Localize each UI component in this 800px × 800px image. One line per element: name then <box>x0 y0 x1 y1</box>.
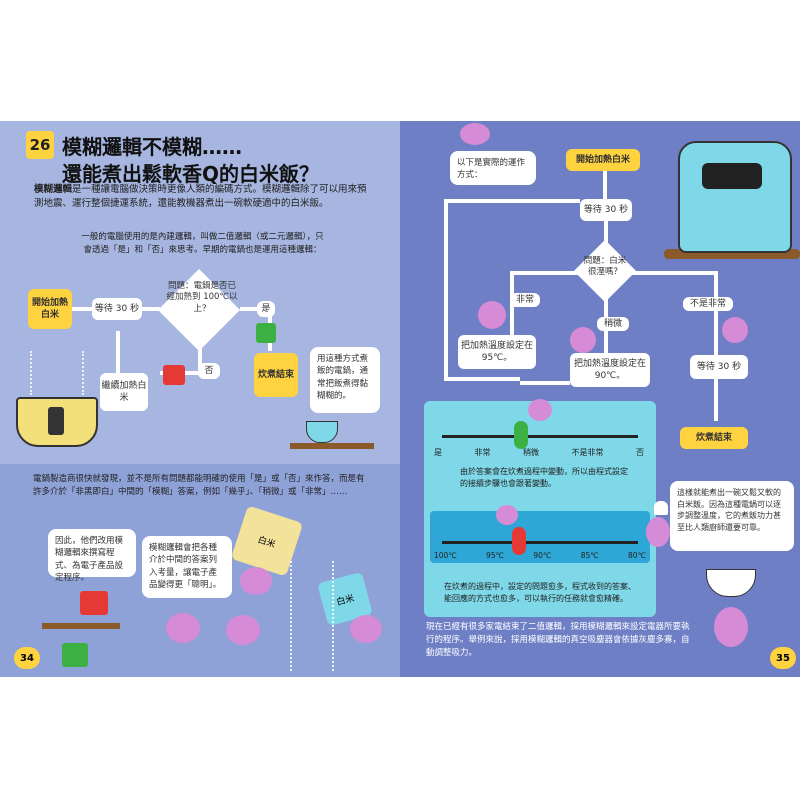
brain-character <box>350 615 382 643</box>
arrow <box>714 271 718 421</box>
rice-bowl-icon <box>306 421 338 443</box>
scale2-label: 100℃ <box>434 551 457 560</box>
r-flow-start-box: 開始加熱白米 <box>566 149 640 171</box>
flow-start-box: 開始加熱白米 <box>28 289 72 329</box>
actual-process-bubble: 以下是實際的運作方式： <box>450 151 536 185</box>
robot-green <box>256 323 276 343</box>
brain-character <box>166 613 200 643</box>
rice-cooker-icon <box>16 397 98 447</box>
cooker-bubble: 用這種方式煮飯的電鍋，通常把飯煮得黏糊糊的。 <box>310 347 380 413</box>
scale1-label: 否 <box>636 448 644 457</box>
brain-character <box>460 123 490 145</box>
scale1-labels: 是 非常 稍微 不是非常 否 <box>434 447 644 459</box>
shelf <box>664 249 800 259</box>
flow-continue-box: 繼續加熱白米 <box>100 373 148 411</box>
scale2-label: 80℃ <box>628 551 646 560</box>
scale2-label: 90℃ <box>533 551 552 560</box>
desk <box>42 623 120 629</box>
loop-line <box>444 377 520 381</box>
table <box>290 443 374 449</box>
arrow <box>116 331 120 373</box>
chef-hat-icon <box>654 501 668 515</box>
r-flow-slightly-label: 稍微 <box>597 317 629 331</box>
robot-red-2 <box>80 591 108 615</box>
flow-wait-box: 等待 30 秒 <box>92 298 142 320</box>
r-flow-very-label: 非常 <box>510 293 540 307</box>
scale1-label: 非常 <box>474 448 491 457</box>
scale1-label: 不是非常 <box>571 448 604 457</box>
cooker-window <box>702 163 762 189</box>
arrow <box>142 307 160 311</box>
intro-rest: 是一種讓電腦做決策時更像人類的編碼方式。模糊邏輯除了可以用來預測地震、運行整個捷… <box>34 184 367 210</box>
page-number-right: 35 <box>770 647 796 669</box>
cup-label-1: 白米 <box>256 534 277 550</box>
r-flow-question-label: 問題：白米很溼嗎？ <box>583 256 627 278</box>
loop-line <box>444 199 580 203</box>
r-flow-wait-box: 等待 30 秒 <box>580 199 632 221</box>
brain-character <box>714 607 748 647</box>
flow-question-label: 問題：電鍋是否已經加熱到 100℃以上？ <box>166 281 238 314</box>
rice-cooker-icon <box>678 141 792 253</box>
brain-character <box>722 317 748 343</box>
arrow <box>630 271 718 275</box>
robot-red <box>163 365 185 385</box>
scale1-note: 由於答案會在炊煮過程中變動，所以由程式設定的接續步驟也會跟著變動。 <box>460 467 628 488</box>
brain-character <box>240 567 272 595</box>
r-flow-end-box: 炊煮結束 <box>680 427 748 449</box>
rice-bowl-icon <box>706 569 756 597</box>
arrow <box>240 307 270 311</box>
result-bubble: 這樣就能煮出一碗又鬆又軟的白米飯。因為這種電鍋可以逐步調整溫度，它的煮飯功力甚至… <box>670 481 794 551</box>
flow-yes-label: 是 <box>257 301 275 317</box>
brain-bubble: 模糊邏輯會把各種介於中間的答案列入考量，讓電子產品變得更「聰明」。 <box>142 536 232 598</box>
falling-rice <box>290 561 334 671</box>
chapter-badge: 26 <box>26 131 54 159</box>
brain-character <box>478 301 506 329</box>
r-flow-set90-box: 把加熱溫度設定在 90℃。 <box>570 353 650 387</box>
intro-bold: 模糊邏輯 <box>34 184 73 195</box>
arrow <box>510 271 580 275</box>
intro-paragraph: 模糊邏輯是一種讓電腦做決策時更像人類的編碼方式。模糊邏輯除了可以用來預測地震、運… <box>34 183 374 212</box>
loop-line <box>444 199 448 381</box>
arrow <box>603 171 607 199</box>
flow-end-box: 炊煮結束 <box>254 353 298 397</box>
scale1-label: 稍微 <box>523 448 539 457</box>
brain-character <box>528 399 552 421</box>
flow-no-label: 否 <box>198 363 220 379</box>
left-page: 26 模糊邏輯不模糊…… 還能煮出鬆軟香Q的白米飯？ 模糊邏輯是一種讓電腦做決策… <box>0 121 400 677</box>
scale2-label: 85℃ <box>580 551 599 560</box>
r-flow-wait2-box: 等待 30 秒 <box>690 355 748 379</box>
brain-character <box>226 615 260 645</box>
brain-character <box>646 517 670 547</box>
red-indicator <box>512 527 526 555</box>
right-footer: 現在已經有很多家電結束了二值邏輯，採用模糊邏輯來設定電器所要執行的程序。舉例來說… <box>426 622 690 658</box>
scale2-label: 95℃ <box>486 551 505 560</box>
title-line-2: 還能煮出鬆軟香Q的白米飯？ <box>62 162 320 186</box>
arrow <box>604 221 608 245</box>
scale-line-1 <box>442 435 638 438</box>
binary-note: 一般的電腦使用的是內建邏輯，叫做二值邏輯（或二元邏輯），只會透過「是」和「否」來… <box>81 232 324 255</box>
loop-line <box>520 381 570 385</box>
scale-line-2 <box>442 541 638 544</box>
programmers-bubble: 因此，他們改用模糊邏輯來撰寫程式、為電子產品設定程序。 <box>48 529 136 583</box>
green-indicator <box>514 421 528 449</box>
scale1-label: 是 <box>434 448 442 457</box>
r-flow-not-very-label: 不是非常 <box>683 297 733 311</box>
cooker-panel <box>48 407 64 435</box>
brain-character <box>496 505 518 525</box>
cup-label-2: 白米 <box>335 593 356 608</box>
scale2-labels: 100℃ 95℃ 90℃ 85℃ 80℃ <box>434 551 646 563</box>
page-number-left: 34 <box>14 647 40 669</box>
title-line-1: 模糊邏輯不模糊…… <box>62 135 242 159</box>
brain-character <box>570 327 596 353</box>
arrow <box>198 347 202 373</box>
r-flow-set95-box: 把加熱溫度設定在 95℃。 <box>458 335 536 369</box>
arrow <box>72 307 92 311</box>
scale2-note: 在炊煮的過程中，設定的問題愈多，程式收到的答案、能回應的方式也愈多，可以執行的任… <box>444 582 636 603</box>
steam-icon <box>30 351 84 395</box>
right-page: 以下是實際的運作方式： 開始加熱白米 等待 30 秒 問題：白米很溼嗎？ 非常 … <box>400 121 800 677</box>
robot-green-2 <box>62 643 88 667</box>
fuzzy-note: 電鍋製造商很快就發現，並不是所有問題都能明確的使用「是」或「否」來作答，而是有許… <box>33 474 365 497</box>
scale-band <box>430 511 650 563</box>
